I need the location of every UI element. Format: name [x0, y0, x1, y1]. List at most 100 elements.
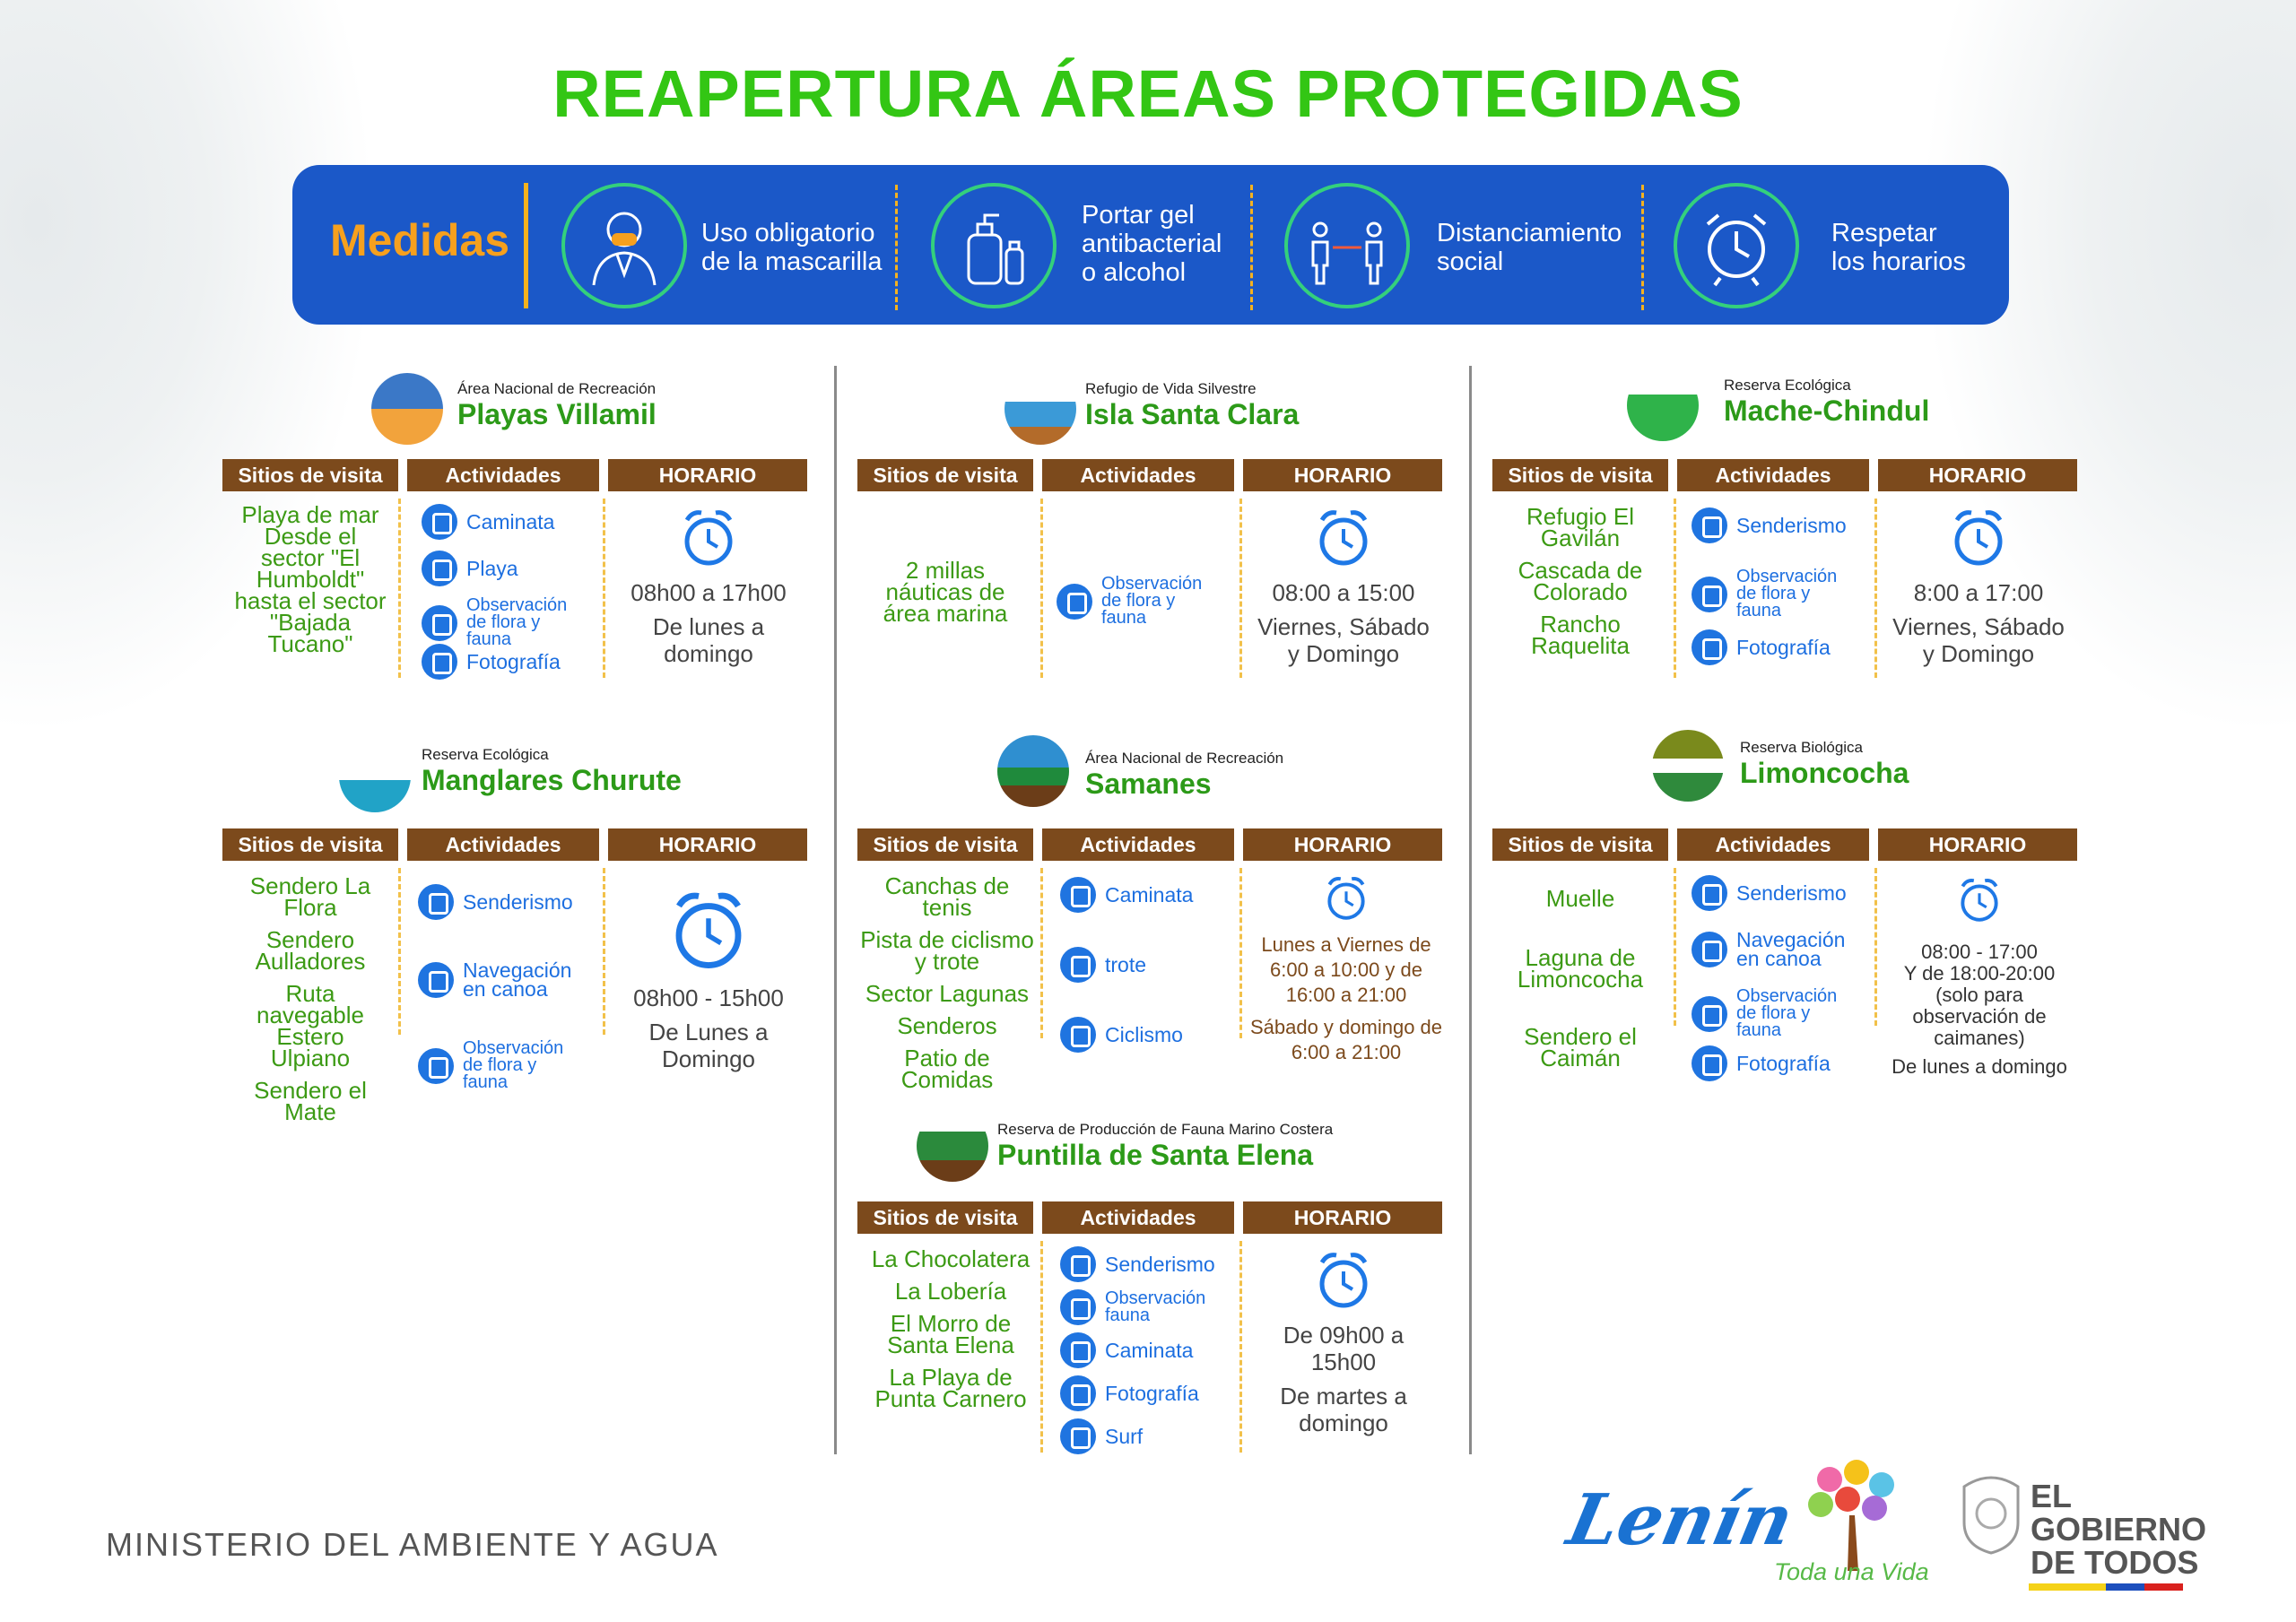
site-item: Pista de ciclismo y trote — [860, 926, 1034, 975]
site-item: Refugio El Gavilán — [1526, 503, 1634, 551]
area-name: Puntilla de Santa Elena — [997, 1139, 1314, 1171]
activity-item: Surf — [1060, 1418, 1143, 1454]
measure-gel: Portar gel antibacterial o alcohol — [931, 165, 1263, 325]
area-name: Isla Santa Clara — [1085, 398, 1300, 430]
alarm-clock-icon — [1961, 879, 1998, 922]
measure-mask: Uso obligatorio de la mascarilla — [561, 165, 902, 325]
dashed-divider — [1874, 868, 1877, 1026]
activity-item: Observación de flora y fauna — [1692, 568, 1837, 620]
flora-fauna-icon — [1692, 995, 1727, 1032]
dashed-divider — [398, 868, 401, 1035]
site-item: 2 millas náuticas de área marina — [883, 557, 1008, 627]
activity-item: Caminata — [422, 504, 554, 540]
area-category: Reserva Ecológica — [1724, 377, 1851, 394]
samanes-logo — [997, 735, 1069, 807]
sites-list: La Chocolatera La Lobería El Morro de Sa… — [866, 1247, 1035, 1420]
area-category: Reserva Ecológica — [422, 746, 549, 763]
cycling-icon — [1060, 1017, 1096, 1053]
hiking-icon — [1060, 1246, 1096, 1282]
col-header-schedule: HORARIO — [1243, 1201, 1442, 1234]
site-item: Muelle — [1545, 885, 1615, 912]
dashed-divider — [1040, 499, 1043, 678]
site-item: Sendero el Mate — [254, 1077, 367, 1125]
measure-schedule-text: Respetar los horarios — [1831, 219, 1966, 276]
flora-fauna-icon — [418, 1047, 454, 1084]
alarm-clock-icon — [1674, 183, 1799, 308]
schedule-cell: 8:00 a 17:00 Viernes, Sábado y Domingo — [1883, 506, 2074, 667]
activity-item: Navegación en canoa — [418, 960, 571, 1000]
dashed-divider — [1674, 499, 1676, 678]
dashed-divider — [1040, 868, 1043, 1038]
col-header-schedule: HORARIO — [1243, 828, 1442, 861]
area-name: Playas Villamil — [457, 398, 657, 430]
column-separator — [834, 366, 837, 1454]
schedule-cell: Lunes a Viernes de 6:00 a 10:00 y de 16:… — [1247, 873, 1446, 1065]
measure-distance: Distanciamiento social — [1284, 165, 1643, 325]
area-category: Refugio de Vida Silvestre — [1085, 380, 1257, 397]
col-header-sites: Sitios de visita — [1492, 459, 1668, 491]
hiking-icon — [418, 884, 454, 920]
col-header-activities: Actividades — [1042, 459, 1234, 491]
col-header-sites: Sitios de visita — [857, 1201, 1033, 1234]
site-item: El Morro de Santa Elena — [887, 1310, 1014, 1358]
col-header-sites: Sitios de visita — [222, 459, 398, 491]
schedule-time: 08:00 a 15:00 — [1272, 579, 1415, 606]
measures-label: Medidas — [330, 215, 510, 265]
coat-of-arms-icon — [1962, 1476, 2020, 1555]
schedule-cell: 08h00 - 15h00 De Lunes a Domingo — [613, 886, 804, 1072]
camera-icon — [422, 644, 457, 680]
sites-list: Muelle Laguna de Limoncocha Sendero el C… — [1505, 885, 1656, 1080]
walking-icon — [1060, 877, 1096, 913]
measure-divider — [1641, 185, 1644, 310]
mask-icon — [561, 183, 687, 308]
activity-item: Observación de flora y fauna — [418, 1039, 563, 1091]
activity-item: Senderismo — [1692, 507, 1847, 543]
hiking-icon — [1692, 875, 1727, 911]
page-title: REAPERTURA ÁREAS PROTEGIDAS — [552, 56, 1744, 131]
col-header-activities: Actividades — [407, 459, 599, 491]
tree-logo-icon — [1808, 1460, 1894, 1571]
activity-item: Observación de flora y fauna — [422, 596, 567, 648]
dashed-divider — [1239, 868, 1242, 1038]
col-header-sites: Sitios de visita — [857, 828, 1033, 861]
isla-logo — [1004, 373, 1076, 445]
beach-icon — [422, 551, 457, 586]
area-name: Mache-Chindul — [1724, 395, 1930, 427]
mache-logo — [1627, 369, 1699, 441]
activity-item: Observación de flora y fauna — [1057, 575, 1202, 627]
flag-bar — [2029, 1583, 2183, 1591]
distancing-icon — [1284, 183, 1410, 308]
canoe-icon — [418, 962, 454, 998]
area-category: Área Nacional de Recreación — [1085, 750, 1284, 767]
schedule-time: 8:00 a 17:00 — [1913, 579, 2044, 606]
schedule-cell: 08h00 a 17h00 De lunes a domingo — [613, 506, 804, 667]
measure-divider — [895, 185, 898, 310]
col-header-activities: Actividades — [1042, 1201, 1234, 1234]
measure-gel-text: Portar gel antibacterial o alcohol — [1082, 201, 1222, 287]
col-header-activities: Actividades — [1677, 459, 1869, 491]
site-item: Cascada de Colorado — [1518, 557, 1643, 605]
ministry-wordmark: MINISTERIO DEL AMBIENTE Y AGUA — [106, 1526, 719, 1563]
limoncocha-logo — [1652, 730, 1724, 802]
surf-icon — [1060, 1418, 1096, 1454]
schedule-days: Viernes, Sábado y Domingo — [1892, 613, 2065, 667]
schedule-cell: 08:00 - 17:00 Y de 18:00-20:00 (solo par… — [1882, 875, 2077, 1078]
camera-icon — [1692, 1045, 1727, 1081]
site-item: Playa de mar Desde el sector "El Humbold… — [234, 501, 387, 657]
activity-item: Caminata — [1060, 877, 1193, 913]
playas-logo — [371, 373, 443, 445]
col-header-sites: Sitios de visita — [222, 828, 398, 861]
alarm-clock-icon — [684, 510, 733, 566]
bird-icon — [1060, 1289, 1096, 1325]
site-item: Sendero Aulladores — [255, 926, 366, 975]
site-item: Rancho Raquelita — [1531, 611, 1630, 659]
sites-list: Playa de mar Desde el sector "El Humbold… — [231, 501, 389, 665]
schedule-days: De Lunes a Domingo — [648, 1019, 769, 1072]
area-name: Manglares Churute — [422, 764, 682, 796]
measures-divider — [524, 183, 528, 308]
alarm-clock-icon — [1327, 877, 1365, 920]
schedule-days: De lunes a domingo — [1892, 1055, 2067, 1078]
col-header-sites: Sitios de visita — [1492, 828, 1668, 861]
area-name: Samanes — [1085, 768, 1212, 800]
measure-mask-text: Uso obligatorio de la mascarilla — [701, 219, 883, 276]
